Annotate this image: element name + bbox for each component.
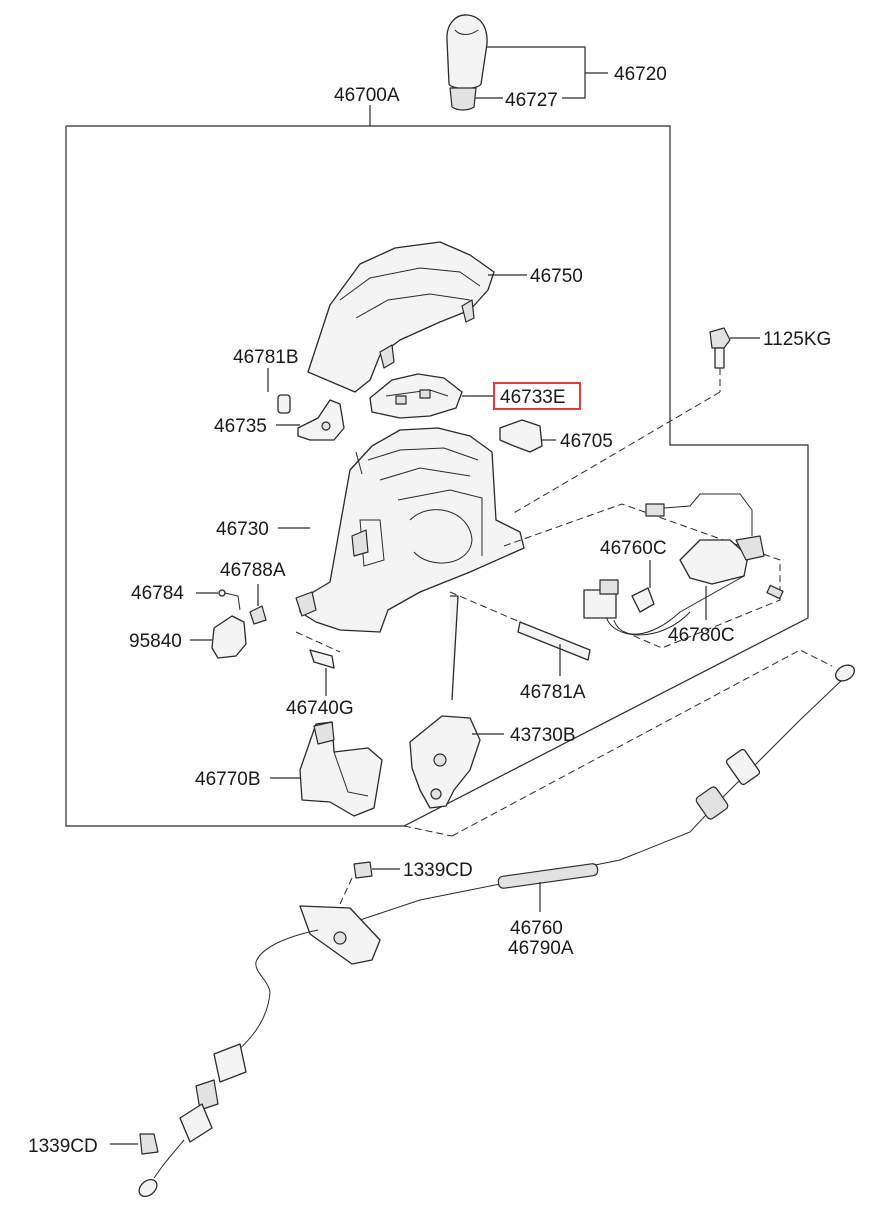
- label-46705: 46705: [560, 431, 613, 452]
- bracket-46770B: [299, 721, 383, 817]
- label-46740G: 46740G: [286, 698, 354, 719]
- lever-46735: [297, 399, 345, 441]
- sensor-group-outline: [503, 503, 781, 649]
- label-46750: 46750: [530, 266, 583, 287]
- label-46770B: 46770B: [195, 769, 261, 790]
- highlight-box-46733E: [493, 382, 581, 410]
- label-46760C: 46760C: [600, 538, 667, 559]
- label-46727: 46727: [505, 90, 558, 111]
- shift-housing: [295, 427, 525, 633]
- label-46788A: 46788A: [220, 560, 286, 581]
- shift-lever: [409, 595, 481, 809]
- cable-dashed-outline: [451, 649, 833, 837]
- sensor-module: [583, 493, 765, 636]
- label-1339CD-top: 1339CD: [403, 860, 473, 881]
- assembly-boundary: [65, 125, 809, 827]
- rod-46781A: [517, 621, 591, 661]
- label-46760: 46760: [510, 918, 563, 939]
- shift-cover: [307, 241, 495, 393]
- label-46735: 46735: [214, 416, 267, 437]
- label-95840: 95840: [129, 631, 182, 652]
- bolt-1125KG: [709, 327, 731, 369]
- shift-cable: [138, 664, 855, 1198]
- label-46730: 46730: [216, 519, 269, 540]
- label-46733E: 46733E: [500, 387, 566, 408]
- label-46784: 46784: [131, 583, 184, 604]
- label-46780C: 46780C: [668, 625, 735, 646]
- label-46700A: 46700A: [334, 85, 400, 106]
- small-screw: [766, 584, 784, 600]
- label-43730B: 43730B: [510, 725, 576, 746]
- switch-group: [211, 589, 267, 659]
- label-1125KG: 1125KG: [763, 329, 831, 350]
- shift-knob: [446, 14, 488, 111]
- label-46781B: 46781B: [233, 347, 299, 368]
- pin-46781B: [277, 394, 291, 414]
- label-46781A: 46781A: [520, 682, 586, 703]
- bracket-46705: [499, 419, 543, 453]
- label-46720: 46720: [614, 64, 667, 85]
- detent-46740G: [309, 649, 335, 669]
- label-46790A: 46790A: [508, 938, 574, 959]
- label-1339CD-bottom: 1339CD: [28, 1136, 98, 1157]
- indicator-plate: [369, 373, 463, 419]
